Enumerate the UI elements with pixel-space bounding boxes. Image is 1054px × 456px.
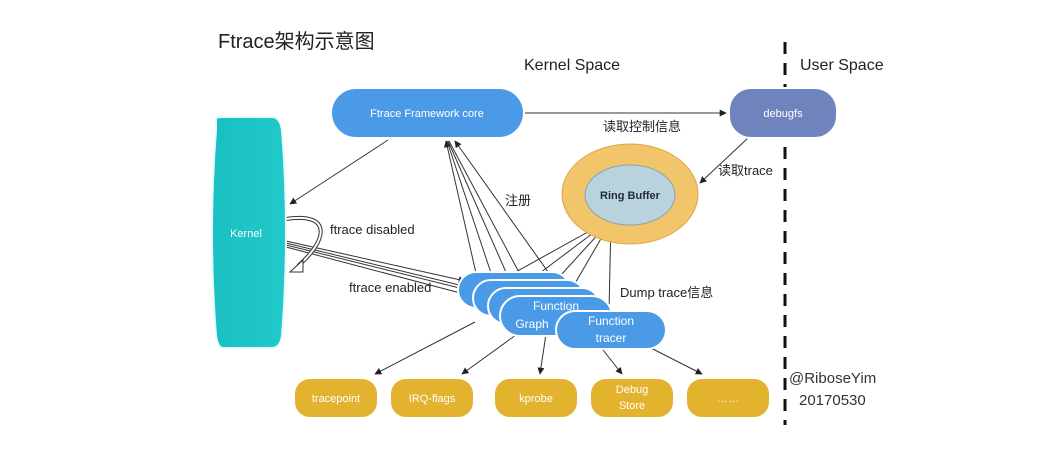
framework-core-label: Ftrace Framework core <box>370 108 484 120</box>
edge-label-ftrace-disabled: ftrace disabled <box>330 222 415 237</box>
edge-label-read-trace: 读取trace <box>718 163 773 178</box>
tracer-debug-store[interactable]: Debug Store <box>589 377 675 419</box>
tracer-irq-flags[interactable]: IRQ-flags <box>389 377 475 419</box>
tracer-debug-store-label-line1: Debug <box>616 384 648 396</box>
author-handle: @RiboseYim <box>789 370 876 387</box>
tracer-kprobe[interactable]: kprobe <box>493 377 579 419</box>
user-space-label: User Space <box>800 57 884 74</box>
edge-label-read-control: 读取控制信息 <box>603 119 681 134</box>
framework-core-node[interactable]: Ftrace Framework core <box>330 87 525 139</box>
tracer-kprobe-label: kprobe <box>519 393 553 405</box>
edge-label-register: 注册 <box>505 193 531 208</box>
tracer-debug-store-label-line2: Store <box>619 400 645 412</box>
ring-buffer-node[interactable]: Ring Buffer <box>561 143 699 245</box>
ftrace-disabled-arrowhead-icon <box>288 258 304 273</box>
kernel-label: Kernel <box>230 228 262 240</box>
ring-buffer-label: Ring Buffer <box>600 190 661 202</box>
edge-debugfs-to-ringbuffer <box>699 137 749 184</box>
edge-to-tracepoint <box>374 321 476 375</box>
edge-register-group <box>443 140 569 301</box>
function-graph-label-line2: Graph <box>515 317 548 331</box>
tracer-more[interactable]: …… <box>685 377 771 419</box>
function-tracer-label-line1: Function <box>588 314 634 328</box>
edge-label-ftrace-enabled: ftrace enabled <box>349 280 431 295</box>
tracer-more-label: …… <box>717 393 739 405</box>
function-graph-label-line1: Function <box>533 299 579 313</box>
kernel-space-label: Kernel Space <box>524 57 620 74</box>
kernel-node[interactable]: Kernel <box>211 116 287 349</box>
tracer-irq-flags-label: IRQ-flags <box>409 393 456 405</box>
tracer-tracepoint[interactable]: tracepoint <box>293 377 379 419</box>
edge-to-irq-flags <box>461 331 521 375</box>
diagram-title: Ftrace架构示意图 <box>218 30 375 53</box>
tracer-tracepoint-label: tracepoint <box>312 393 360 405</box>
function-tracer-label-line2: tracer <box>596 331 627 345</box>
debugfs-node[interactable]: debugfs <box>728 87 838 139</box>
edge-to-more <box>644 344 703 375</box>
debugfs-label: debugfs <box>763 108 803 120</box>
author-date: 20170530 <box>799 392 866 409</box>
edge-label-dump-trace: Dump trace信息 <box>620 285 713 300</box>
function-tracer-node[interactable]: Function tracer <box>555 310 667 350</box>
edge-core-to-kernel <box>289 139 389 205</box>
edge-to-kprobe <box>537 333 547 375</box>
